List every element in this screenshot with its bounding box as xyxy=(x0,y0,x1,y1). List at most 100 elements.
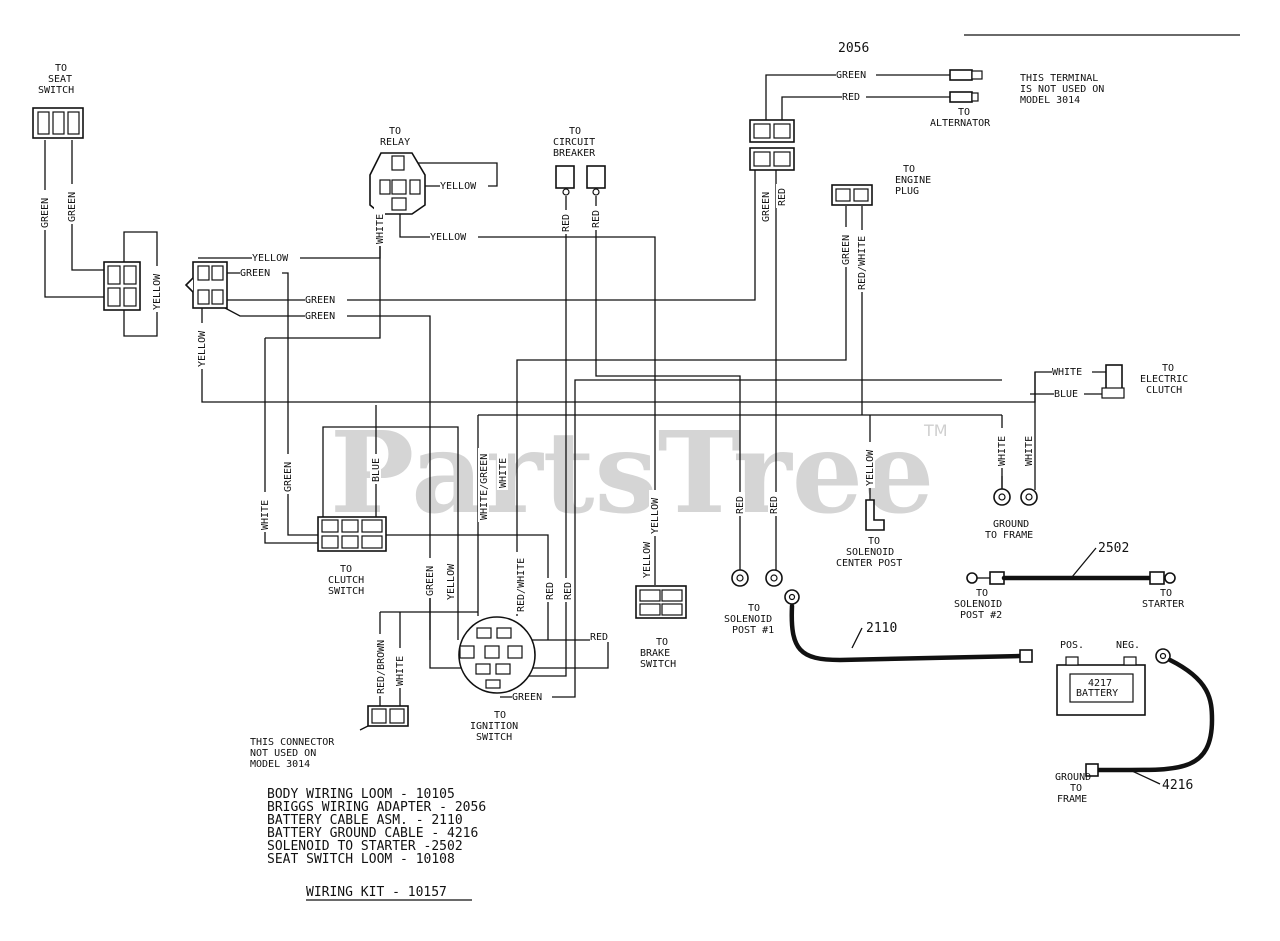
solenoid-post2-label-3: POST #2 xyxy=(960,610,1002,621)
wire-label-white-ground-1: WHITE xyxy=(997,436,1008,466)
brake-switch-label-2: BRAKE xyxy=(640,648,670,659)
wire-label-yellow-solenoid: YELLOW xyxy=(865,449,876,486)
relay-label-2: RELAY xyxy=(380,137,410,148)
watermark: PartsTree xyxy=(330,408,934,539)
brake-switch-label-3: SWITCH xyxy=(640,659,676,670)
seat-switch-connector xyxy=(32,107,84,139)
parts-list: BODY WIRING LOOM - 10105 BRIGGS WIRING A… xyxy=(267,787,486,901)
seat-switch-label-1: TO xyxy=(55,63,67,74)
cables xyxy=(784,547,1215,785)
wire-label-green-body-2: GREEN xyxy=(305,295,335,306)
solenoid-post2-label-1: TO xyxy=(976,588,988,599)
wire-label-red-post1-a: RED xyxy=(735,496,746,514)
wire-label-green-engine: GREEN xyxy=(841,235,852,265)
parts-list-item-5: SOLENOID TO STARTER -2502 xyxy=(267,839,463,854)
wire-label-red-post1-b: RED xyxy=(769,496,780,514)
terminal-note-1: THIS TERMINAL xyxy=(1020,73,1098,84)
circuit-breaker-terminals xyxy=(555,165,606,196)
connector-note-2: NOT USED ON xyxy=(250,748,316,759)
breaker-label-2: CIRCUIT xyxy=(553,137,595,148)
connector-note-1: THIS CONNECTOR xyxy=(250,737,335,748)
solenoid-post1-label-1: TO xyxy=(748,603,760,614)
ground-frame-label-2: TO FRAME xyxy=(985,530,1033,541)
parts-list-item-1: BODY WIRING LOOM - 10105 xyxy=(267,787,455,802)
parts-list-item-3: BATTERY CABLE ASM. - 2110 xyxy=(267,813,463,828)
wire-label-white-unused: WHITE xyxy=(395,656,406,686)
ground-battery-label-1: GROUND xyxy=(1055,772,1091,783)
ground-ring-terminals xyxy=(993,476,1038,506)
engine-plug-label-2: ENGINE xyxy=(895,175,931,186)
wire-label-redbrown: RED/BROWN xyxy=(376,640,387,694)
breaker-label-1: TO xyxy=(569,126,581,137)
wire-label-white-ign: WHITE xyxy=(498,458,509,488)
connector-note-3: MODEL 3014 xyxy=(250,759,310,770)
solenoid-post2-label-2: SOLENOID xyxy=(954,599,1002,610)
wire-label-white-ground-2: WHITE xyxy=(1024,436,1035,466)
solenoid-center-spade xyxy=(865,499,885,531)
top-part-number: 2056 xyxy=(838,41,869,56)
wire-label-green-top: GREEN xyxy=(836,70,866,81)
wire-label-red-ign-2: RED xyxy=(563,582,574,600)
wire-label-green-body-3: GREEN xyxy=(305,311,335,322)
wire-label-white-relay: WHITE xyxy=(375,214,386,244)
battery-name-label: BATTERY xyxy=(1076,688,1118,699)
parts-list-item-2: BRIGGS WIRING ADAPTER - 2056 xyxy=(267,800,486,815)
engine-plug-label-3: PLUG xyxy=(895,186,919,197)
wire-label-red-adapter: RED xyxy=(777,188,788,206)
electric-clutch-connector xyxy=(1101,364,1125,399)
wire-label-red-ign-1: RED xyxy=(545,582,556,600)
wire-label-redwhite-engine: RED/WHITE xyxy=(857,236,868,290)
alternator-label-1: TO xyxy=(958,107,970,118)
wires xyxy=(44,74,1106,706)
terminal-note-2: IS NOT USED ON xyxy=(1020,84,1104,95)
wire-label-green-ignition: GREEN xyxy=(512,692,542,703)
clutch-switch-label-1: TO xyxy=(340,564,352,575)
seat-loom-connector xyxy=(103,261,141,311)
wire-label-redwhite-ign: RED/WHITE xyxy=(516,558,527,612)
wire-labels-vertical: GREEN GREEN YELLOW WHITE YELLOW RED RED … xyxy=(39,184,1035,696)
clutch-switch-connector xyxy=(317,516,387,552)
solenoid-center-label-2: SOLENOID xyxy=(846,547,894,558)
wire-label-white-clutchsw: WHITE xyxy=(260,500,271,530)
solenoid-post1-label-2: SOLENOID xyxy=(724,614,772,625)
wire-label-yellow-ign: YELLOW xyxy=(446,563,457,600)
wire-label-yellow-relay: YELLOW xyxy=(440,181,477,192)
battery xyxy=(1056,656,1146,716)
wire-label-yellow-brake-2: YELLOW xyxy=(642,541,653,578)
ground-battery-label-3: FRAME xyxy=(1057,794,1087,805)
parts-list-item-6: SEAT SWITCH LOOM - 10108 xyxy=(267,852,455,867)
unused-connector xyxy=(359,705,409,731)
wire-label-red-ignition: RED xyxy=(590,632,608,643)
seat-switch-label-3: SWITCH xyxy=(38,85,74,96)
wire-label-yellow-seat: YELLOW xyxy=(152,273,163,310)
alternator-terminals xyxy=(949,69,983,103)
wire-label-yellow-mid: YELLOW xyxy=(430,232,467,243)
wire-label-red-breaker-2: RED xyxy=(591,210,602,228)
watermark-tm: TM xyxy=(923,421,948,440)
starter-label-1: TO xyxy=(1160,588,1172,599)
ignition-switch-label-3: SWITCH xyxy=(476,732,512,743)
labels: TO SEAT SWITCH TO RELAY TO CIRCUIT BREAK… xyxy=(38,63,1193,805)
solenoid-center-label-3: CENTER POST xyxy=(836,558,902,569)
battery-part-label: 4217 xyxy=(1088,678,1112,689)
engine-plug-connector xyxy=(831,184,873,206)
battery-neg-label: NEG. xyxy=(1116,640,1140,651)
cable-2110-label: 2110 xyxy=(866,621,897,636)
wire-label-whitegreen-ign: WHITE/GREEN xyxy=(479,454,490,520)
ignition-switch-label-2: IGNITION xyxy=(470,721,518,732)
cable-4216-label: 4216 xyxy=(1162,778,1193,793)
relay-connector xyxy=(369,152,426,215)
brake-switch-connector xyxy=(635,585,687,619)
wire-label-yellow-brake-1: YELLOW xyxy=(650,497,661,534)
ground-battery-label-2: TO xyxy=(1070,783,1082,794)
wire-label-red-top: RED xyxy=(842,92,860,103)
solenoid-post1-label-3: POST #1 xyxy=(732,625,774,636)
connectors xyxy=(32,69,1125,731)
relay-label-1: TO xyxy=(389,126,401,137)
battery-pos-label: POS. xyxy=(1060,640,1084,651)
wire-label-white-clutch: WHITE xyxy=(1052,367,1082,378)
wire-label-green-ign: GREEN xyxy=(425,566,436,596)
cable-2502-label: 2502 xyxy=(1098,541,1129,556)
body-connector xyxy=(184,261,228,309)
clutch-switch-label-3: SWITCH xyxy=(328,586,364,597)
